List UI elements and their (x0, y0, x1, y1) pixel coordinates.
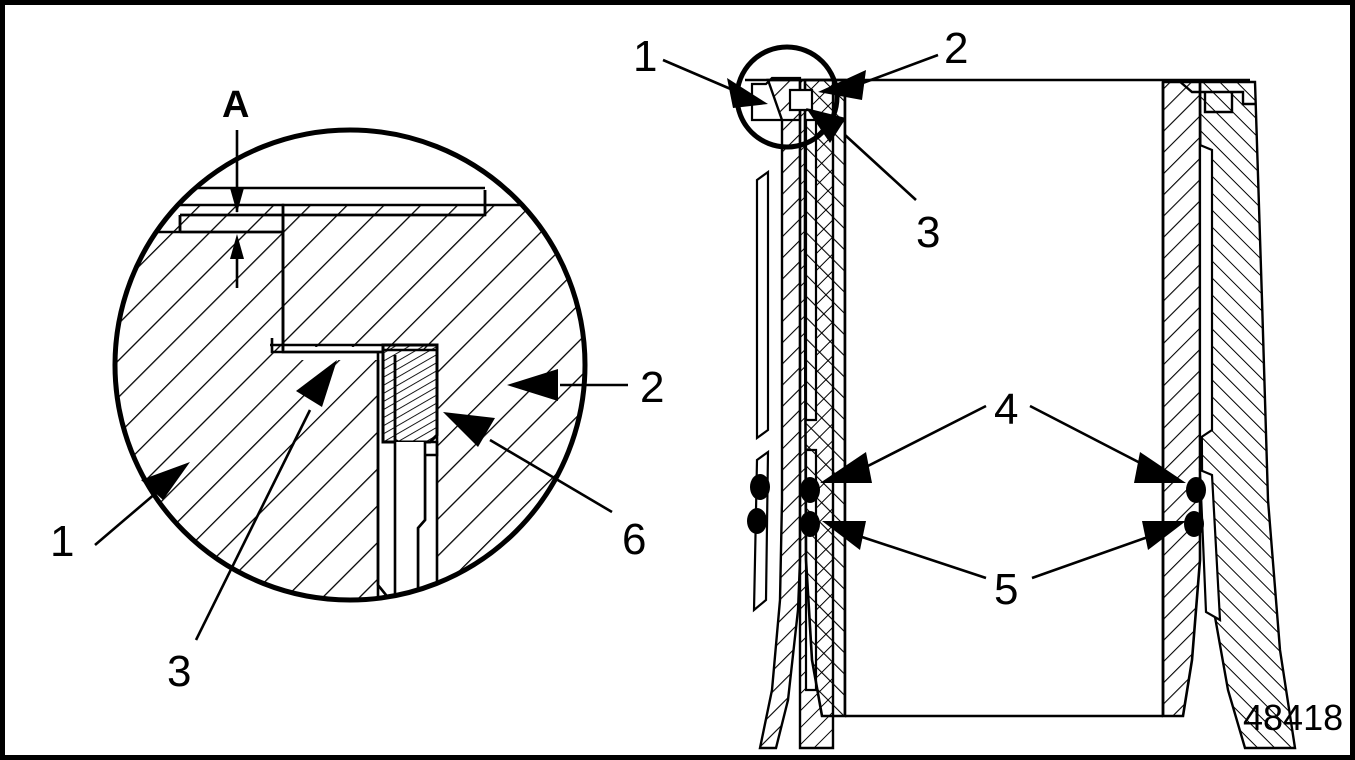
arrowhead-left-6 (443, 412, 495, 447)
drawing-number: 48418 (1243, 697, 1344, 738)
leader-left-3 (194, 409, 312, 641)
left-detail-circle-outline (112, 127, 588, 603)
callout-right-4: 4 (994, 385, 1019, 434)
arrowhead-right-4-left (820, 452, 872, 483)
arrowhead-right-3 (806, 108, 846, 143)
liner-seat-top-face (270, 338, 383, 354)
arrowhead-right-5-right (1142, 521, 1186, 550)
o-ring-seal-4-left-inner (800, 477, 820, 503)
arrowhead-right-4-right (1134, 452, 1186, 483)
dimension-label-a: A (222, 84, 250, 126)
leader-right-4-right (1029, 404, 1147, 468)
leader-lines-group (94, 53, 1186, 641)
leader-right-5-left (861, 535, 987, 580)
callout-right-3: 3 (916, 208, 941, 257)
o-ring-seal-5-left-outer (747, 508, 767, 534)
leader-right-3 (844, 134, 917, 201)
cylinder-right-wall (1161, 80, 1202, 718)
o-ring-seal-5-left-inner (800, 511, 820, 537)
callout-left-2: 2 (640, 363, 665, 412)
leader-right-2 (859, 53, 939, 86)
arrowhead-left-2 (507, 369, 558, 401)
leader-left-1 (94, 486, 164, 546)
left-detail-contents (115, 186, 585, 600)
arrowhead-right-2 (818, 70, 866, 100)
o-ring-seal-4-left-outer (750, 474, 770, 500)
liner-right-relief-upper (1198, 143, 1214, 441)
liner-right-wall (1198, 80, 1297, 750)
callout-left-3: 3 (167, 647, 192, 696)
leader-right-4-left (859, 404, 987, 472)
o-ring-seal-5-right (1184, 511, 1204, 537)
callout-left-1: 1 (50, 517, 75, 566)
leader-right-5-right (1031, 535, 1149, 580)
detail-seat-pocket (788, 88, 814, 112)
o-ring-seal-4-right (1186, 477, 1206, 503)
liner-right-relief-lower (1198, 468, 1222, 622)
callout-right-5: 5 (994, 565, 1019, 614)
flange-gasket-ring (381, 343, 439, 444)
leader-left-6 (489, 438, 613, 514)
liner-left-relief-upper (755, 169, 770, 441)
detail-flange-step (750, 76, 802, 122)
arrowhead-left-3 (296, 360, 337, 407)
left-detail-view (112, 127, 588, 603)
cylinder-left-wall (803, 78, 847, 718)
callout-right-2: 2 (944, 24, 969, 73)
callout-left-6: 6 (622, 515, 647, 564)
liner-gasket-relief-outline (416, 442, 427, 600)
callout-right-1: 1 (633, 32, 658, 81)
leader-right-1 (662, 58, 734, 92)
right-top-notch (1177, 79, 1255, 114)
arrowhead-right-5-left (822, 521, 866, 550)
arrowhead-right-1 (727, 78, 768, 108)
arrowhead-left-1 (141, 462, 190, 500)
dimension-a-indicator (230, 130, 244, 288)
liner-gasket-relief (395, 442, 425, 600)
